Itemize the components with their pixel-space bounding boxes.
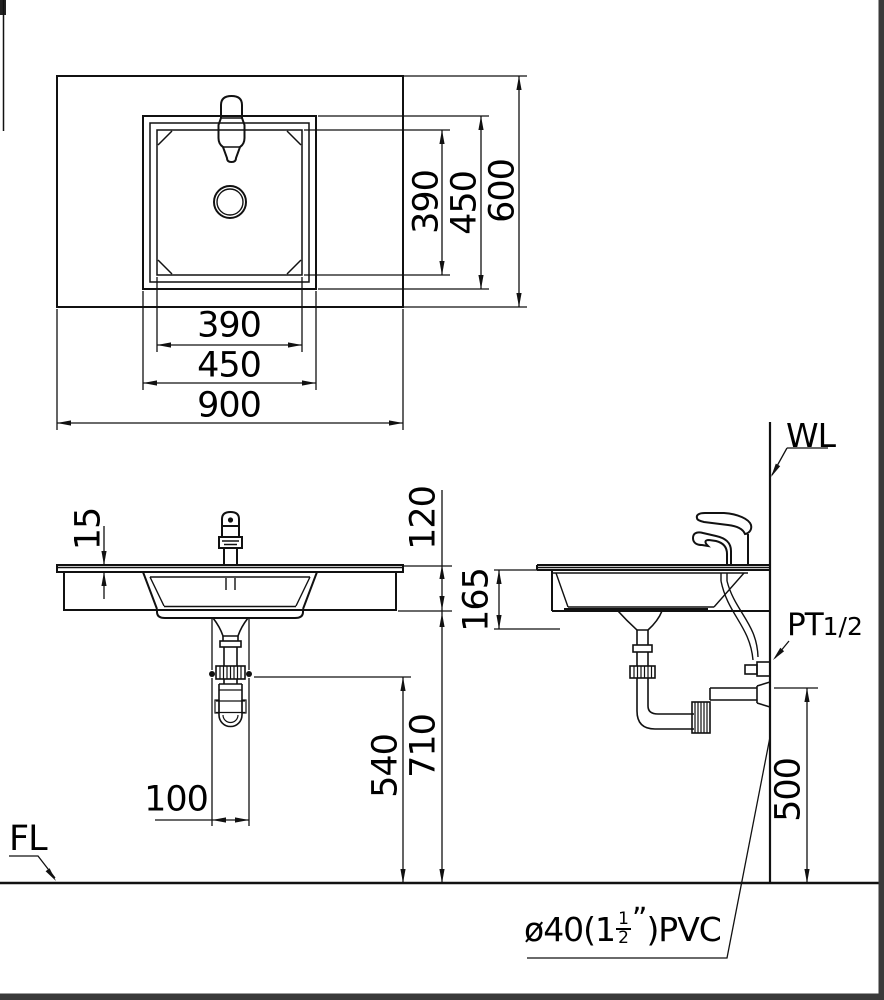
dim-drain-height: 500	[768, 758, 809, 822]
dim-top-height-mid: 450	[444, 171, 485, 235]
p-trap-side-view	[617, 610, 771, 734]
supply-thread-text: PT	[787, 607, 824, 643]
pt-label-leader	[774, 640, 790, 659]
dim-top-width-inner: 390	[197, 305, 262, 346]
side-view-drawing	[494, 422, 828, 959]
dim-basin-depth: 165	[456, 568, 497, 632]
drain-hole-outer	[213, 185, 247, 219]
dim-top-height-outer: 600	[482, 159, 523, 223]
counter-body-front	[63, 572, 397, 611]
floor-label: FL	[9, 819, 48, 859]
sink-mid-rim	[149, 122, 310, 283]
front-view-extension-lines	[211, 565, 452, 826]
floor-label-leader	[9, 855, 56, 879]
supply-connection-label: PT1/2	[787, 610, 863, 641]
sink-basin-edge	[156, 129, 303, 276]
supply-hose-and-valve	[720, 573, 771, 677]
hanger-bolts-front	[209, 619, 252, 677]
basin-corner-chamfers	[157, 130, 302, 275]
wall-label: WL	[786, 416, 836, 455]
dim-bolt-spacing: 100	[144, 779, 209, 820]
side-view-dimension-arrows	[496, 463, 810, 883]
front-view-drawing	[9, 490, 452, 883]
wall-label-leader	[771, 447, 828, 476]
drain-hole-inner	[216, 188, 244, 216]
drain-fraction-denominator: 2	[616, 928, 631, 948]
sink-outer-rim	[142, 115, 317, 290]
dim-top-width-mid: 450	[197, 345, 262, 386]
top-view-drawing	[56, 75, 527, 430]
faucet-top-view	[217, 94, 246, 164]
side-view-extension-lines	[494, 569, 818, 689]
dim-counter-thickness: 120	[403, 486, 444, 550]
counter-slab-front	[56, 564, 404, 573]
dim-top-height-inner: 390	[406, 170, 447, 234]
top-view-dimension-arrows	[57, 76, 522, 426]
faucet-side-view	[691, 512, 753, 565]
dim-counter-lip: 15	[68, 507, 109, 551]
dim-counter-height: 710	[403, 714, 444, 778]
dim-bolt-height: 540	[365, 734, 406, 798]
drain-label-suffix: )PVC	[646, 909, 721, 949]
drain-fraction-numerator: 1	[618, 909, 629, 929]
supply-size-text: 1/2	[822, 612, 863, 641]
p-trap-front-view	[212, 617, 249, 728]
basin-front-view	[142, 571, 318, 619]
faucet-front-view	[218, 510, 243, 565]
top-view-dimension-lines	[57, 76, 520, 424]
front-view-dimension-lines	[103, 490, 443, 883]
side-view-dimension-lines	[498, 570, 808, 883]
front-view-dimension-arrows	[45, 551, 445, 883]
dim-top-width-outer: 900	[197, 385, 262, 426]
basin-side-view	[552, 572, 748, 610]
drain-label-inch-mark: ”	[631, 902, 648, 937]
top-view-extension-lines	[56, 75, 527, 430]
pvc-label-leader	[527, 736, 771, 959]
countertop-outline	[56, 75, 404, 308]
drain-label-prefix: ø40(1	[524, 909, 616, 949]
